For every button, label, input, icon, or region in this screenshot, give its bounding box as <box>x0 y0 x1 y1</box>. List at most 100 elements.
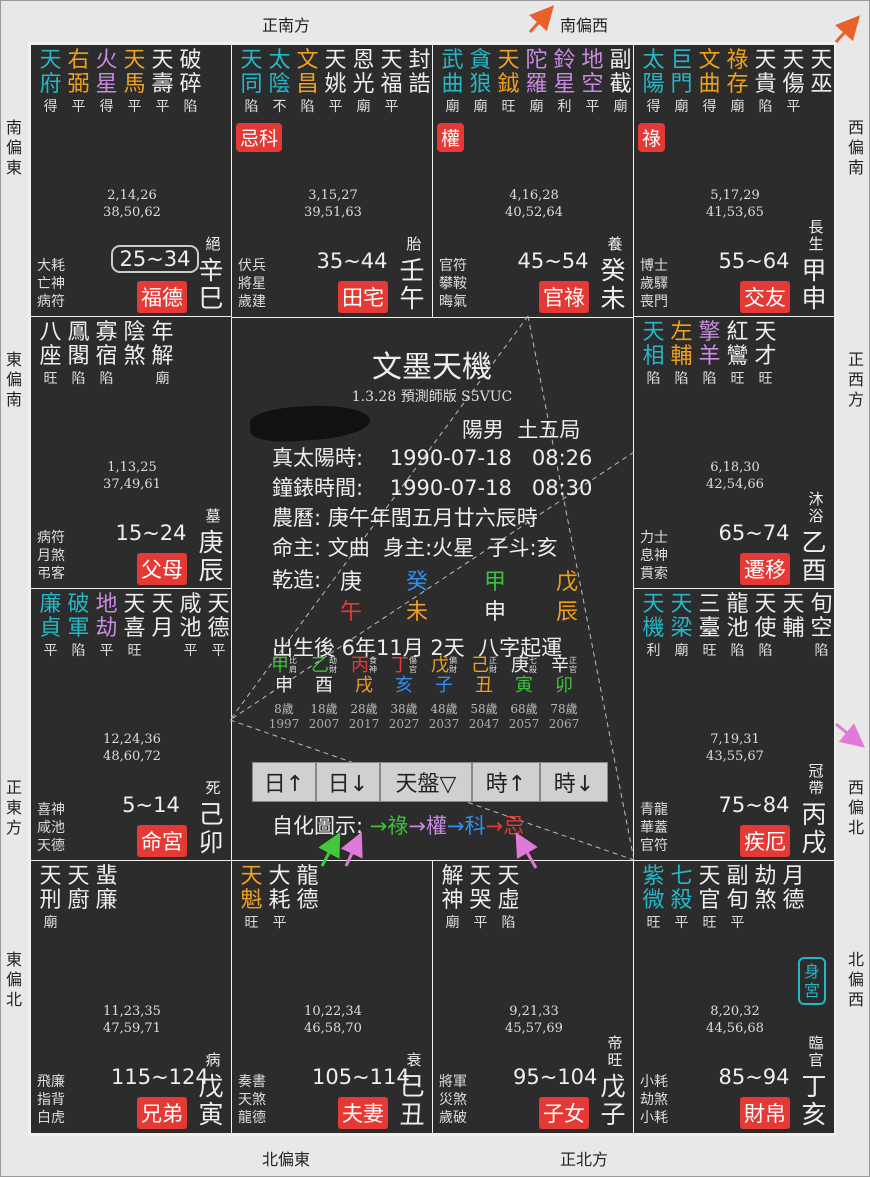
age-number-row: 41,53,65 <box>706 205 764 220</box>
star-name-top: 天 <box>207 592 230 617</box>
luck-stem: 丙 <box>351 655 369 676</box>
palace-name[interactable]: 兄弟 <box>137 1097 187 1129</box>
palace-name[interactable]: 命宮 <box>137 825 187 857</box>
star-name-bottom: 機 <box>642 616 665 641</box>
star-brightness: 陷 <box>674 371 689 387</box>
star-name-top: 陰 <box>123 320 146 345</box>
minor-stars: 將軍災煞歲破 <box>439 1073 467 1127</box>
star-brightness: 利 <box>646 643 661 659</box>
palace-name[interactable]: 交友 <box>740 281 790 313</box>
star-brightness: 旺 <box>501 99 516 115</box>
stem-char: 戊 <box>600 1072 626 1101</box>
star-brightness: 平 <box>473 915 488 931</box>
palace-name[interactable]: 父母 <box>137 553 187 585</box>
minor-star: 小耗 <box>640 1110 668 1126</box>
age-number-row: 6,18,30 <box>710 460 760 475</box>
star-brightness: 陷 <box>183 99 198 115</box>
luck-stem-row: 辛正官 <box>551 656 577 676</box>
star-name-bottom: 才 <box>754 344 777 369</box>
pillar-stem: 庚 <box>340 570 363 595</box>
minor-stars: 官符攀鞍晦氣 <box>439 257 467 311</box>
age-number-row: 37,49,61 <box>103 477 161 492</box>
star: 天貴陷 <box>752 49 779 116</box>
star: 祿存廟 <box>724 49 751 116</box>
star-name-bottom: 狼 <box>469 72 492 97</box>
age-number-row: 39,51,63 <box>304 205 362 220</box>
palace-name[interactable]: 疾厄 <box>740 825 790 857</box>
star-name-top: 廉 <box>39 592 62 617</box>
stem-char: 己 <box>399 1072 425 1101</box>
palace-name[interactable]: 官祿 <box>539 281 589 313</box>
life-stage: 死 <box>205 779 221 797</box>
direction-bottom-left: 北偏東 <box>262 1150 311 1169</box>
star-name-top: 天 <box>380 48 403 73</box>
minor-star: 喜神 <box>37 802 65 818</box>
star-name-bottom: 陰 <box>268 72 291 97</box>
palace-name[interactable]: 田宅 <box>338 281 388 313</box>
luck-year: 2027 <box>388 717 420 731</box>
minor-star: 龍德 <box>238 1110 266 1126</box>
star: 破碎陷 <box>177 49 204 116</box>
palace-name[interactable]: 財帛 <box>740 1097 790 1129</box>
star-name-bottom: 解 <box>151 344 174 369</box>
age-number-row: 43,55,67 <box>706 749 764 764</box>
hour-up-button[interactable]: 時↑ <box>472 762 540 802</box>
minor-stars: 青龍華蓋官符 <box>640 801 668 855</box>
age-number-row: 42,54,66 <box>706 477 764 492</box>
sanfang-lines <box>230 316 634 860</box>
star-brightness: 得 <box>99 99 114 115</box>
star: 貪狼廟 <box>467 49 494 116</box>
star-name-bottom: 刑 <box>39 888 62 913</box>
age-number-row: 12,24,36 <box>103 732 161 747</box>
day-down-button[interactable]: 日↓ <box>316 762 380 802</box>
palace-shen[interactable]: 太陽得巨門廟文曲得祿存廟天貴陷天傷平天巫孤辰平祿5,17,2941,53,65博… <box>633 44 835 318</box>
star: 文昌陷 <box>294 49 321 116</box>
star-brightness: 旺 <box>43 371 58 387</box>
day-up-button[interactable]: 日↑ <box>252 762 316 802</box>
star: 旬空陷 <box>808 593 834 660</box>
stem-char: 丁 <box>801 1072 827 1101</box>
direction-right-1: 西偏南 <box>847 118 864 177</box>
palace-xu[interactable]: 天機利天梁廟三臺旺龍池陷天使陷天輔旬空陷華蓋平7,19,3143,55,67青龍… <box>633 588 835 862</box>
star-name-top: 地 <box>581 48 604 73</box>
palace-name[interactable]: 子女 <box>539 1097 589 1129</box>
minor-star: 喪門 <box>640 294 668 310</box>
luck-age: 58歲 <box>470 702 498 716</box>
minor-star: 天德 <box>37 838 65 854</box>
palace-wu[interactable]: 天同陷太陰不文昌陷天姚平恩光廟天福平封誥截空廟忌科3,15,2739,51,63… <box>231 44 433 318</box>
star-brightness: 旺 <box>702 915 717 931</box>
tianpan-button[interactable]: 天盤▽ <box>380 762 472 802</box>
direction-left-4: 東偏北 <box>5 950 22 1009</box>
luck-stem-row: 乙劫財 <box>311 656 337 676</box>
star-name-top: 陀 <box>525 48 548 73</box>
decade-range: 15~24 <box>115 521 187 545</box>
luck-age: 78歲 <box>550 702 578 716</box>
hour-down-button[interactable]: 時↓ <box>540 762 608 802</box>
star-name-top: 蜚 <box>95 864 118 889</box>
star-name-bottom: 貞 <box>39 616 62 641</box>
star: 天梁廟 <box>668 593 695 660</box>
star: 火星得 <box>93 49 120 116</box>
star-name-bottom: 光 <box>352 72 375 97</box>
star-name-bottom: 門 <box>670 72 693 97</box>
star: 擎羊陷 <box>696 321 723 388</box>
palace-name[interactable]: 夫妻 <box>338 1097 388 1129</box>
palace-name[interactable]: 福德 <box>137 281 187 313</box>
palace-wei[interactable]: 武曲廟貪狼廟天鉞旺陀羅廟鈴星利地空平副截廟天空陷權4,16,2840,52,64… <box>432 44 634 318</box>
palace-name[interactable]: 遷移 <box>740 553 790 585</box>
star-name-top: 年 <box>151 320 174 345</box>
star: 劫煞 <box>752 865 779 932</box>
age-number-row: 45,57,69 <box>505 1021 563 1036</box>
stem-char: 戌 <box>801 828 827 857</box>
star-list: 天相陷左輔陷擎羊陷紅鸞旺天才旺 <box>640 321 779 388</box>
